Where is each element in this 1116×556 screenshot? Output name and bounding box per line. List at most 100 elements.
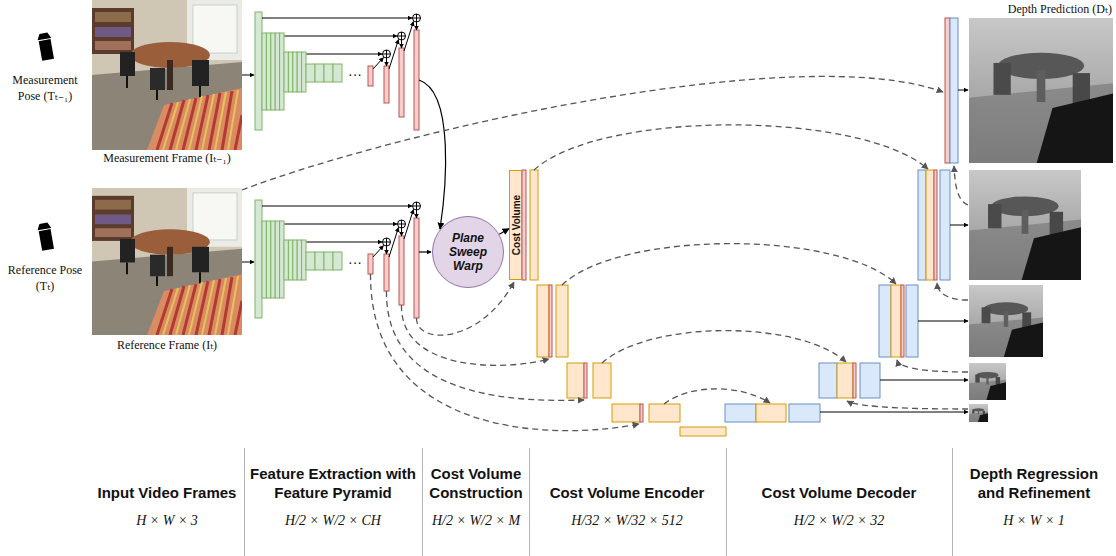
node-text: Cost Volume — [510, 195, 521, 255]
depth-output-arrow — [958, 90, 968, 91]
input-arrow — [242, 75, 254, 262]
skip-connection — [242, 76, 968, 430]
camera-icon — [37, 32, 55, 251]
stage-heading: Input Video Frames — [92, 483, 242, 502]
input-arrow — [242, 75, 254, 76]
camera-icon — [37, 32, 52, 40]
node-text: Plane Sweep Warp — [441, 231, 495, 273]
camera-icon — [37, 222, 55, 251]
decoder-block — [940, 170, 950, 280]
skip-connection — [242, 76, 943, 190]
depth-map — [969, 18, 1113, 422]
depth-output-arrow — [820, 90, 968, 412]
skip-connection — [386, 291, 584, 400]
decoder-block — [860, 363, 880, 398]
decoder-block — [789, 404, 820, 422]
encoder-block — [649, 404, 680, 422]
ellipsis: ··· — [343, 66, 367, 82]
depth-map — [969, 18, 1113, 163]
ellipsis: ··· — [343, 254, 367, 270]
encoder-block — [522, 170, 726, 436]
tensor-shape: H/2 × W/2 × 32 — [739, 512, 939, 530]
decoder-block — [926, 170, 934, 280]
skip-connection — [416, 282, 514, 335]
decoder-block — [934, 170, 937, 280]
decoder-block — [837, 363, 853, 398]
decoder-block — [891, 285, 901, 357]
video-frame — [92, 0, 242, 335]
stage-heading: Feature Extraction with Feature Pyramid — [248, 464, 418, 502]
skip-connection — [534, 125, 928, 170]
depth-output-arrow — [820, 412, 968, 413]
depth-map — [969, 170, 1081, 280]
stage-heading: Cost Volume Construction — [426, 464, 526, 502]
tensor-shape: H × W × 1 — [959, 512, 1109, 530]
column-separator — [245, 448, 953, 556]
decoder-block — [906, 285, 918, 357]
skip-connection — [847, 401, 968, 409]
decoder-block — [950, 18, 958, 163]
frame-caption: Measurement Frame (Iₜ₋₁) — [72, 151, 262, 165]
depth-output-arrow — [918, 321, 968, 322]
encoder-block — [680, 427, 726, 436]
encoder-block — [612, 404, 640, 422]
pose-label: Measurement Pose (Tₜ₋₁) — [1, 72, 89, 104]
video-frame — [92, 0, 242, 150]
decoder-block — [901, 285, 904, 357]
tensor-shape: H/2 × W/2 × CH — [248, 512, 418, 530]
decoder-block — [879, 285, 891, 357]
frame-caption: Reference Frame (Iₜ) — [72, 338, 262, 352]
warp-input-arrow — [419, 80, 446, 229]
decoder-block — [756, 404, 786, 422]
decoder-block — [853, 363, 856, 398]
stage-heading: Cost Volume Encoder — [532, 483, 722, 502]
skip-connection — [562, 244, 896, 285]
skip-connection — [937, 283, 968, 300]
tensor-shape: H/32 × W/32 × 512 — [532, 512, 722, 530]
encoder-block — [522, 170, 526, 280]
depth-map — [969, 363, 1006, 400]
encoder-block — [537, 285, 549, 357]
pose-label: Reference Pose (Tₜ) — [1, 262, 89, 294]
decoder-block — [945, 18, 950, 163]
skip-connection — [602, 331, 846, 363]
skip-connection — [370, 274, 639, 431]
input-arrow — [242, 262, 254, 263]
depth-map — [969, 404, 988, 422]
stage-heading: Cost Volume Decoder — [739, 483, 939, 502]
tensor-shape: H/2 × W/2 × M — [426, 512, 526, 530]
figure-art — [255, 12, 421, 130]
warp-circle: Plane Sweep Warp — [432, 216, 504, 288]
skip-connection — [897, 360, 968, 372]
encoder-block — [567, 363, 584, 398]
depth-output-arrow — [950, 225, 968, 226]
encoder-block — [584, 363, 587, 398]
camera-icon — [39, 39, 54, 61]
figure-art — [255, 200, 421, 318]
encoder-block — [549, 285, 552, 357]
tensor-shape: H × W × 3 — [92, 512, 242, 530]
camera-icon — [39, 229, 54, 251]
warp-input-arrow — [419, 251, 431, 252]
stage-heading: Depth Regression and Refinement — [959, 464, 1109, 502]
skip-connection — [664, 389, 770, 404]
encoder-block — [593, 363, 611, 398]
decoder-block — [725, 404, 756, 422]
camera-icon — [37, 32, 55, 61]
encoder-block — [640, 404, 643, 422]
video-frame — [92, 188, 242, 335]
output-title: Depth Prediction (Dₜ) — [960, 2, 1112, 16]
camera-icon — [37, 222, 52, 230]
encoder-block — [556, 285, 568, 357]
decoder-block — [819, 363, 837, 398]
depth-map — [969, 285, 1043, 357]
cost-volume-box: Cost Volume — [509, 170, 522, 280]
skip-connection — [954, 166, 968, 205]
decoder-block — [918, 170, 926, 280]
column-separator — [245, 448, 953, 556]
depth-output-arrow — [880, 380, 968, 381]
flow-arrow — [499, 229, 509, 235]
